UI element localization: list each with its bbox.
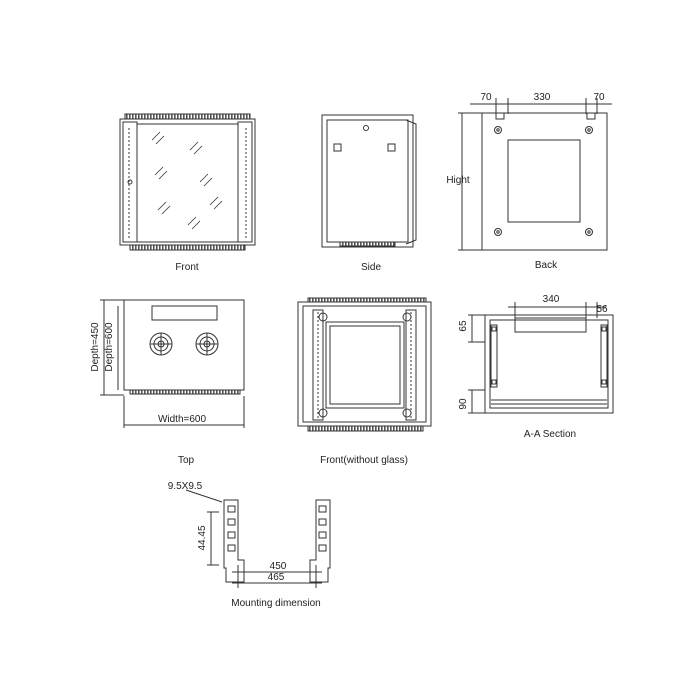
front-right-post <box>237 121 253 243</box>
label-mounting: Mounting dimension <box>231 598 321 609</box>
dim-back-left: 70 <box>480 92 492 103</box>
left-mounting-rail <box>223 499 245 583</box>
top-front-vent <box>129 389 241 395</box>
front-top-vent <box>124 113 251 120</box>
dim-depth-600: Depth=600 <box>104 322 115 372</box>
label-front: Front <box>175 262 199 273</box>
dim-pitch: 44.45 <box>197 525 208 550</box>
label-side: Side <box>361 262 381 273</box>
dim-back-right: 70 <box>593 92 605 103</box>
top-view <box>100 299 245 428</box>
dim-section-56: 56 <box>596 304 608 315</box>
dim-mount-450: 450 <box>270 561 287 572</box>
fwg-inner-frame <box>325 321 405 409</box>
side-bottom-vent <box>339 241 396 247</box>
dim-section-65: 65 <box>458 320 469 332</box>
dim-width-600: Width=600 <box>158 414 207 425</box>
front-glass-door <box>136 123 239 243</box>
front-bottom-vent <box>129 244 246 251</box>
mounting-view <box>185 489 331 588</box>
front-cabinet-outline <box>119 118 256 246</box>
top-cable-slot <box>151 305 218 321</box>
section-top-bar <box>514 317 587 333</box>
section-view <box>468 302 614 414</box>
dim-back-mid: 330 <box>534 92 551 103</box>
front-view <box>119 113 256 251</box>
front-left-post <box>122 121 138 243</box>
right-mounting-rail <box>309 499 331 583</box>
dim-section-340: 340 <box>543 294 560 305</box>
dim-section-90: 90 <box>458 398 469 410</box>
fan-left-icon <box>149 332 173 356</box>
section-outline <box>484 314 614 414</box>
front-lock-icon <box>127 179 133 185</box>
fan-right-icon <box>195 332 219 356</box>
back-panel <box>481 112 608 251</box>
dim-depth-450: Depth=450 <box>90 322 101 372</box>
dim-hight: Hight <box>446 175 470 186</box>
back-view <box>458 98 612 251</box>
back-cutout <box>507 139 581 223</box>
glass-reflection-marks <box>151 131 223 230</box>
left-rail-holes <box>227 505 236 552</box>
label-back: Back <box>535 260 558 271</box>
right-rail-holes <box>318 505 327 552</box>
label-top: Top <box>178 455 195 466</box>
front-without-glass-view <box>297 297 432 432</box>
label-section: A-A Section <box>524 429 576 440</box>
dim-mount-465: 465 <box>268 572 285 583</box>
fwg-bottom-vent <box>307 425 424 432</box>
label-front-without-glass: Front(without glass) <box>320 455 408 466</box>
side-cabinet-outline <box>321 114 414 248</box>
fwg-top-vent <box>307 297 427 303</box>
top-cabinet-outline <box>123 299 245 391</box>
dim-hole-size: 9.5X9.5 <box>168 481 203 492</box>
side-view <box>321 114 417 248</box>
